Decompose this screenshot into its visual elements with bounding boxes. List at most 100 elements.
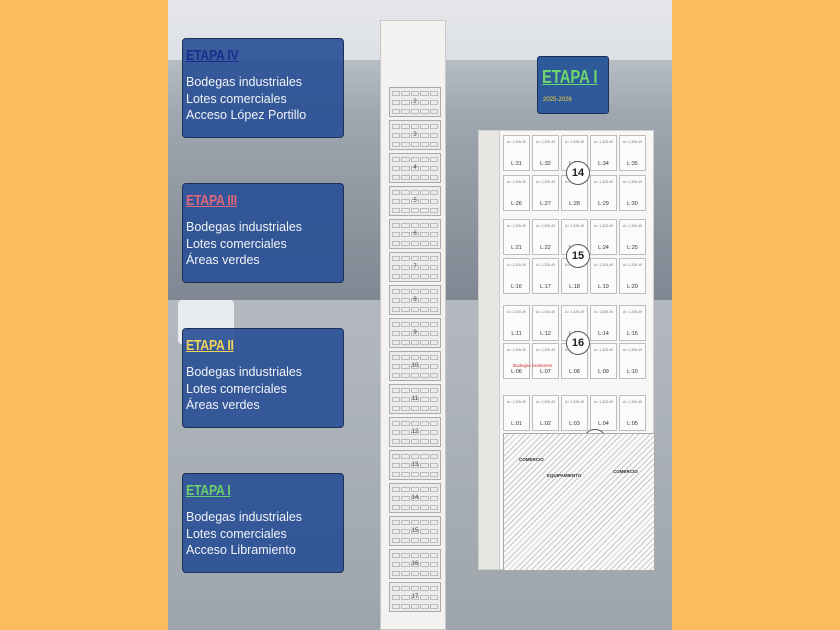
strip-block: 7 — [389, 252, 441, 282]
lot-cell — [410, 133, 420, 138]
strip-block: 9 — [389, 318, 441, 348]
lot-cell — [420, 487, 429, 492]
lot-area: A= 1,326.49 — [594, 400, 613, 404]
lot-area: A= 1,326.49 — [623, 224, 642, 228]
stage-box-iv: ETAPA IV Bodegas industriales Lotes come… — [182, 38, 344, 138]
road — [479, 131, 500, 569]
lot-cell — [410, 586, 420, 591]
lot-cell — [429, 109, 439, 114]
lot-cell — [401, 553, 410, 558]
lot-cell — [392, 175, 401, 180]
strip-block: 14 — [389, 483, 441, 513]
lot-label: L:29 — [598, 201, 609, 207]
lot-cell — [429, 331, 439, 336]
lot-label: L:27 — [540, 201, 551, 207]
lot-cell — [420, 190, 429, 195]
lot-cell — [392, 241, 401, 246]
lot-cell — [429, 439, 439, 444]
stage-line: Acceso Libramiento — [186, 543, 296, 557]
lot-cell — [420, 388, 429, 393]
lot-cell — [420, 520, 429, 525]
lot-cell — [420, 421, 429, 426]
badge-subtitle: 2025-2026 — [543, 97, 572, 103]
strip-block: 4 — [389, 153, 441, 183]
lot-cell — [392, 373, 401, 378]
stage-line: Lotes comerciales — [186, 526, 287, 541]
lot-row — [392, 199, 439, 204]
lot-row — [392, 439, 439, 444]
lot-cell — [401, 505, 410, 510]
stage-line: Áreas verdes — [186, 398, 260, 412]
lot-cell — [429, 487, 439, 492]
lot-cell — [401, 406, 410, 411]
lot-cell — [429, 463, 439, 468]
lot-label: L:22 — [540, 245, 551, 251]
lot-cell — [410, 256, 420, 261]
zone-label: EQUIPAMIENTO — [547, 473, 582, 478]
lot-cell — [392, 199, 401, 204]
lot-cell — [401, 289, 410, 294]
lot-cell — [420, 562, 429, 567]
lot-cell — [401, 373, 410, 378]
lot-cell — [420, 505, 429, 510]
block-number: 5 — [413, 198, 417, 204]
lot-area: A= 1,326.49 — [507, 348, 526, 352]
lot-cell — [429, 91, 439, 96]
lot-area: A= 1,326.49 — [536, 348, 555, 352]
lot-cell — [392, 520, 401, 525]
lot-cell — [401, 397, 410, 402]
stage-box-iii: ETAPA III Bodegas industriales Lotes com… — [182, 183, 344, 283]
lot-cell — [410, 529, 420, 534]
lot-area: A= 1,326.49 — [536, 263, 555, 267]
lot-cell — [392, 397, 401, 402]
lot-cell — [401, 439, 410, 444]
block-number: 14 — [411, 495, 419, 501]
lot-cell — [392, 133, 401, 138]
stage-title: ETAPA IV — [186, 47, 239, 64]
block-number: 11 — [411, 396, 419, 402]
lot-label: L:25 — [627, 245, 638, 251]
lot-cell — [420, 595, 429, 600]
lot-cell — [401, 157, 410, 162]
lot-cell — [410, 298, 420, 303]
lot-cell — [392, 421, 401, 426]
lot-row — [392, 454, 439, 459]
lot-row — [392, 529, 439, 534]
lot-cell — [392, 166, 401, 171]
lot-row — [392, 373, 439, 378]
lot-label: L:19 — [598, 284, 609, 290]
lot-cell — [401, 322, 410, 327]
lot-cell — [401, 232, 410, 237]
lot-cell — [392, 124, 401, 129]
lot-cell — [410, 604, 420, 609]
lot-area: A= 1,326.49 — [594, 180, 613, 184]
lot-row — [392, 520, 439, 525]
lot-cell — [392, 604, 401, 609]
lot-cell — [429, 472, 439, 477]
lot-cell — [420, 298, 429, 303]
lot-cell — [401, 166, 410, 171]
lot-cell — [401, 340, 410, 345]
lot-cell — [410, 595, 420, 600]
lot-area: A= 1,326.49 — [565, 140, 584, 144]
lot-cell — [401, 241, 410, 246]
lot-cell — [420, 124, 429, 129]
lot-cell — [410, 199, 420, 204]
lot-area: A= 1,326.49 — [594, 263, 613, 267]
strip-block: 2 — [389, 87, 441, 117]
lot-cell — [392, 439, 401, 444]
lot-cell — [410, 340, 420, 345]
lot-row — [392, 241, 439, 246]
block-number: 9 — [413, 330, 417, 336]
lot-cell — [420, 430, 429, 435]
stage-title: ETAPA I — [186, 482, 231, 499]
lot-cell — [420, 364, 429, 369]
lot-cell — [392, 223, 401, 228]
lot-label: L:05 — [627, 421, 638, 427]
